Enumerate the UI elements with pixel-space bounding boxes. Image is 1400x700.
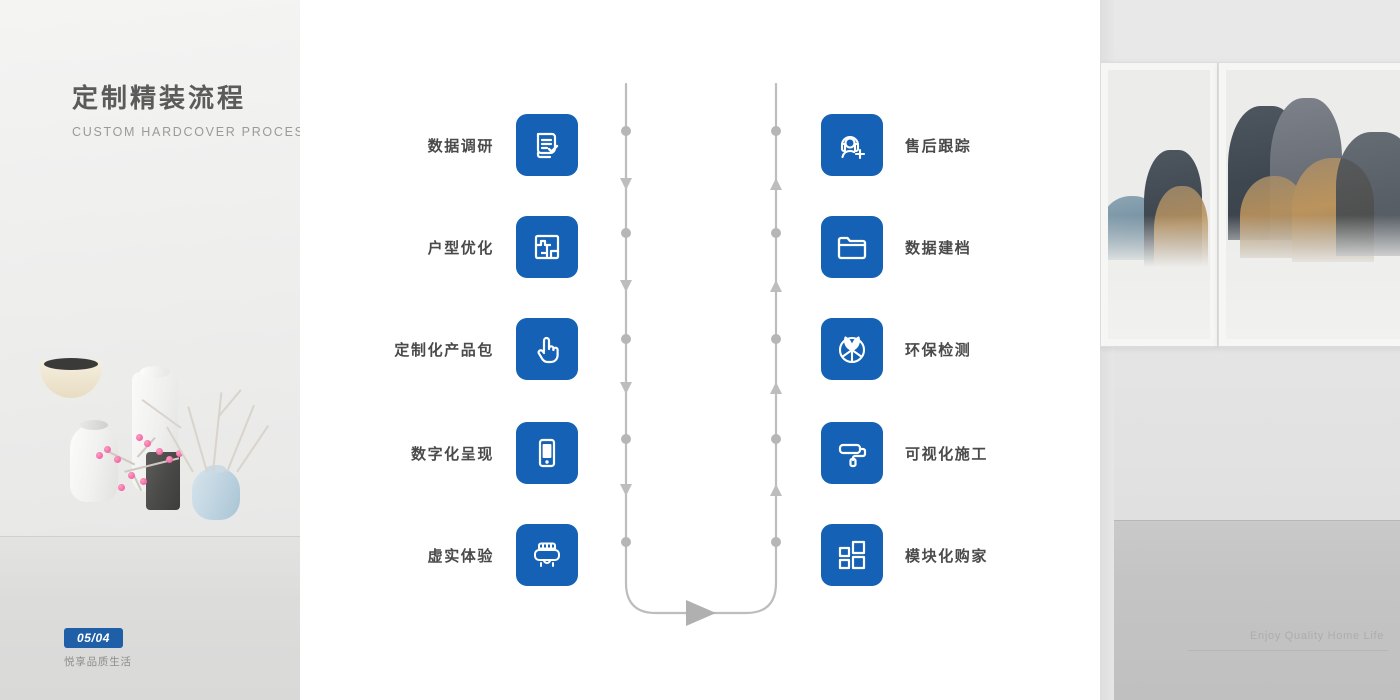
painting-canvas-right	[1226, 70, 1400, 339]
plum-blossom	[144, 440, 151, 447]
flow-node-label: 数据调研	[427, 138, 494, 155]
left-decor-panel: 定制精装流程 CUSTOM HARDCOVER PROCESS	[0, 0, 300, 700]
flow-node-left-1[interactable]: 数据调研	[330, 114, 578, 176]
vr-headset-icon[interactable]	[516, 524, 578, 586]
flow-node-label: 模块化购家	[905, 548, 989, 565]
watermark-text: Enjoy Quality Home Life	[1187, 630, 1389, 651]
plum-blossom	[136, 434, 143, 441]
flow-node-right-4[interactable]: 可视化施工	[821, 422, 1081, 484]
flow-node-left-5[interactable]: 虚实体验	[330, 524, 578, 586]
flow-node-label: 售后跟踪	[905, 138, 972, 155]
flow-node-label: 数据建档	[905, 240, 972, 257]
round-white-vase	[70, 420, 118, 502]
page-title: 定制精装流程 CUSTOM HARDCOVER PROCESS	[72, 78, 300, 139]
plum-blossom	[114, 456, 121, 463]
plum-blossom	[104, 446, 111, 453]
flow-node-left-2[interactable]: 户型优化	[330, 216, 578, 278]
hand-pointer-icon[interactable]	[516, 318, 578, 380]
still-life-decoration	[40, 360, 280, 550]
title-english: CUSTOM HARDCOVER PROCESS	[72, 125, 300, 139]
bare-twig	[187, 406, 208, 473]
flow-node-label: 定制化产品包	[394, 342, 494, 359]
right-floor	[1100, 520, 1400, 700]
flow-node-left-4[interactable]: 数字化呈现	[330, 422, 578, 484]
flow-node-left-3[interactable]: 定制化产品包	[330, 318, 578, 380]
right-decor-panel: Enjoy Quality Home Life	[1100, 0, 1400, 700]
plum-blossom	[176, 450, 183, 457]
folder-icon[interactable]	[821, 216, 883, 278]
plum-blossom	[128, 472, 135, 479]
flow-node-right-2[interactable]: 数据建档	[821, 216, 1081, 278]
modular-blocks-icon[interactable]	[821, 524, 883, 586]
mist-overlay	[1226, 215, 1400, 339]
framed-painting-right	[1218, 62, 1400, 347]
painting-canvas-left	[1108, 70, 1210, 339]
framed-painting-left	[1100, 62, 1218, 347]
plum-blossom	[156, 448, 163, 455]
flow-node-label: 可视化施工	[905, 446, 989, 463]
flow-node-label: 户型优化	[427, 240, 494, 257]
mobile-phone-icon[interactable]	[516, 422, 578, 484]
page-badge: 05/04 悦享品质生活	[64, 628, 132, 669]
document-check-icon[interactable]	[516, 114, 578, 176]
plum-blossom	[140, 478, 147, 485]
bare-twig	[212, 392, 223, 473]
left-floor	[0, 536, 300, 700]
title-chinese: 定制精装流程	[72, 84, 247, 113]
blue-round-vase	[192, 465, 240, 520]
plum-blossom	[96, 452, 103, 459]
support-agent-add-icon[interactable]	[821, 114, 883, 176]
badge-number: 05/04	[64, 628, 124, 648]
flow-node-right-1[interactable]: 售后跟踪	[821, 114, 1081, 176]
paint-roller-icon[interactable]	[821, 422, 883, 484]
plum-blossom	[118, 484, 125, 491]
flow-node-label: 数字化呈现	[410, 446, 494, 463]
bare-twig	[226, 404, 255, 473]
plum-blossom	[166, 456, 173, 463]
flow-node-right-3[interactable]: 环保检测	[821, 318, 1081, 380]
badge-slogan: 悦享品质生活	[64, 656, 132, 668]
flow-node-label: 虚实体验	[427, 548, 494, 565]
ceramic-bowl	[40, 360, 102, 398]
flow-node-label: 环保检测	[905, 342, 972, 359]
flow-node-right-5[interactable]: 模块化购家	[821, 524, 1081, 586]
mist-overlay	[1108, 215, 1210, 339]
eco-leaf-icon[interactable]	[821, 318, 883, 380]
floorplan-icon[interactable]	[516, 216, 578, 278]
